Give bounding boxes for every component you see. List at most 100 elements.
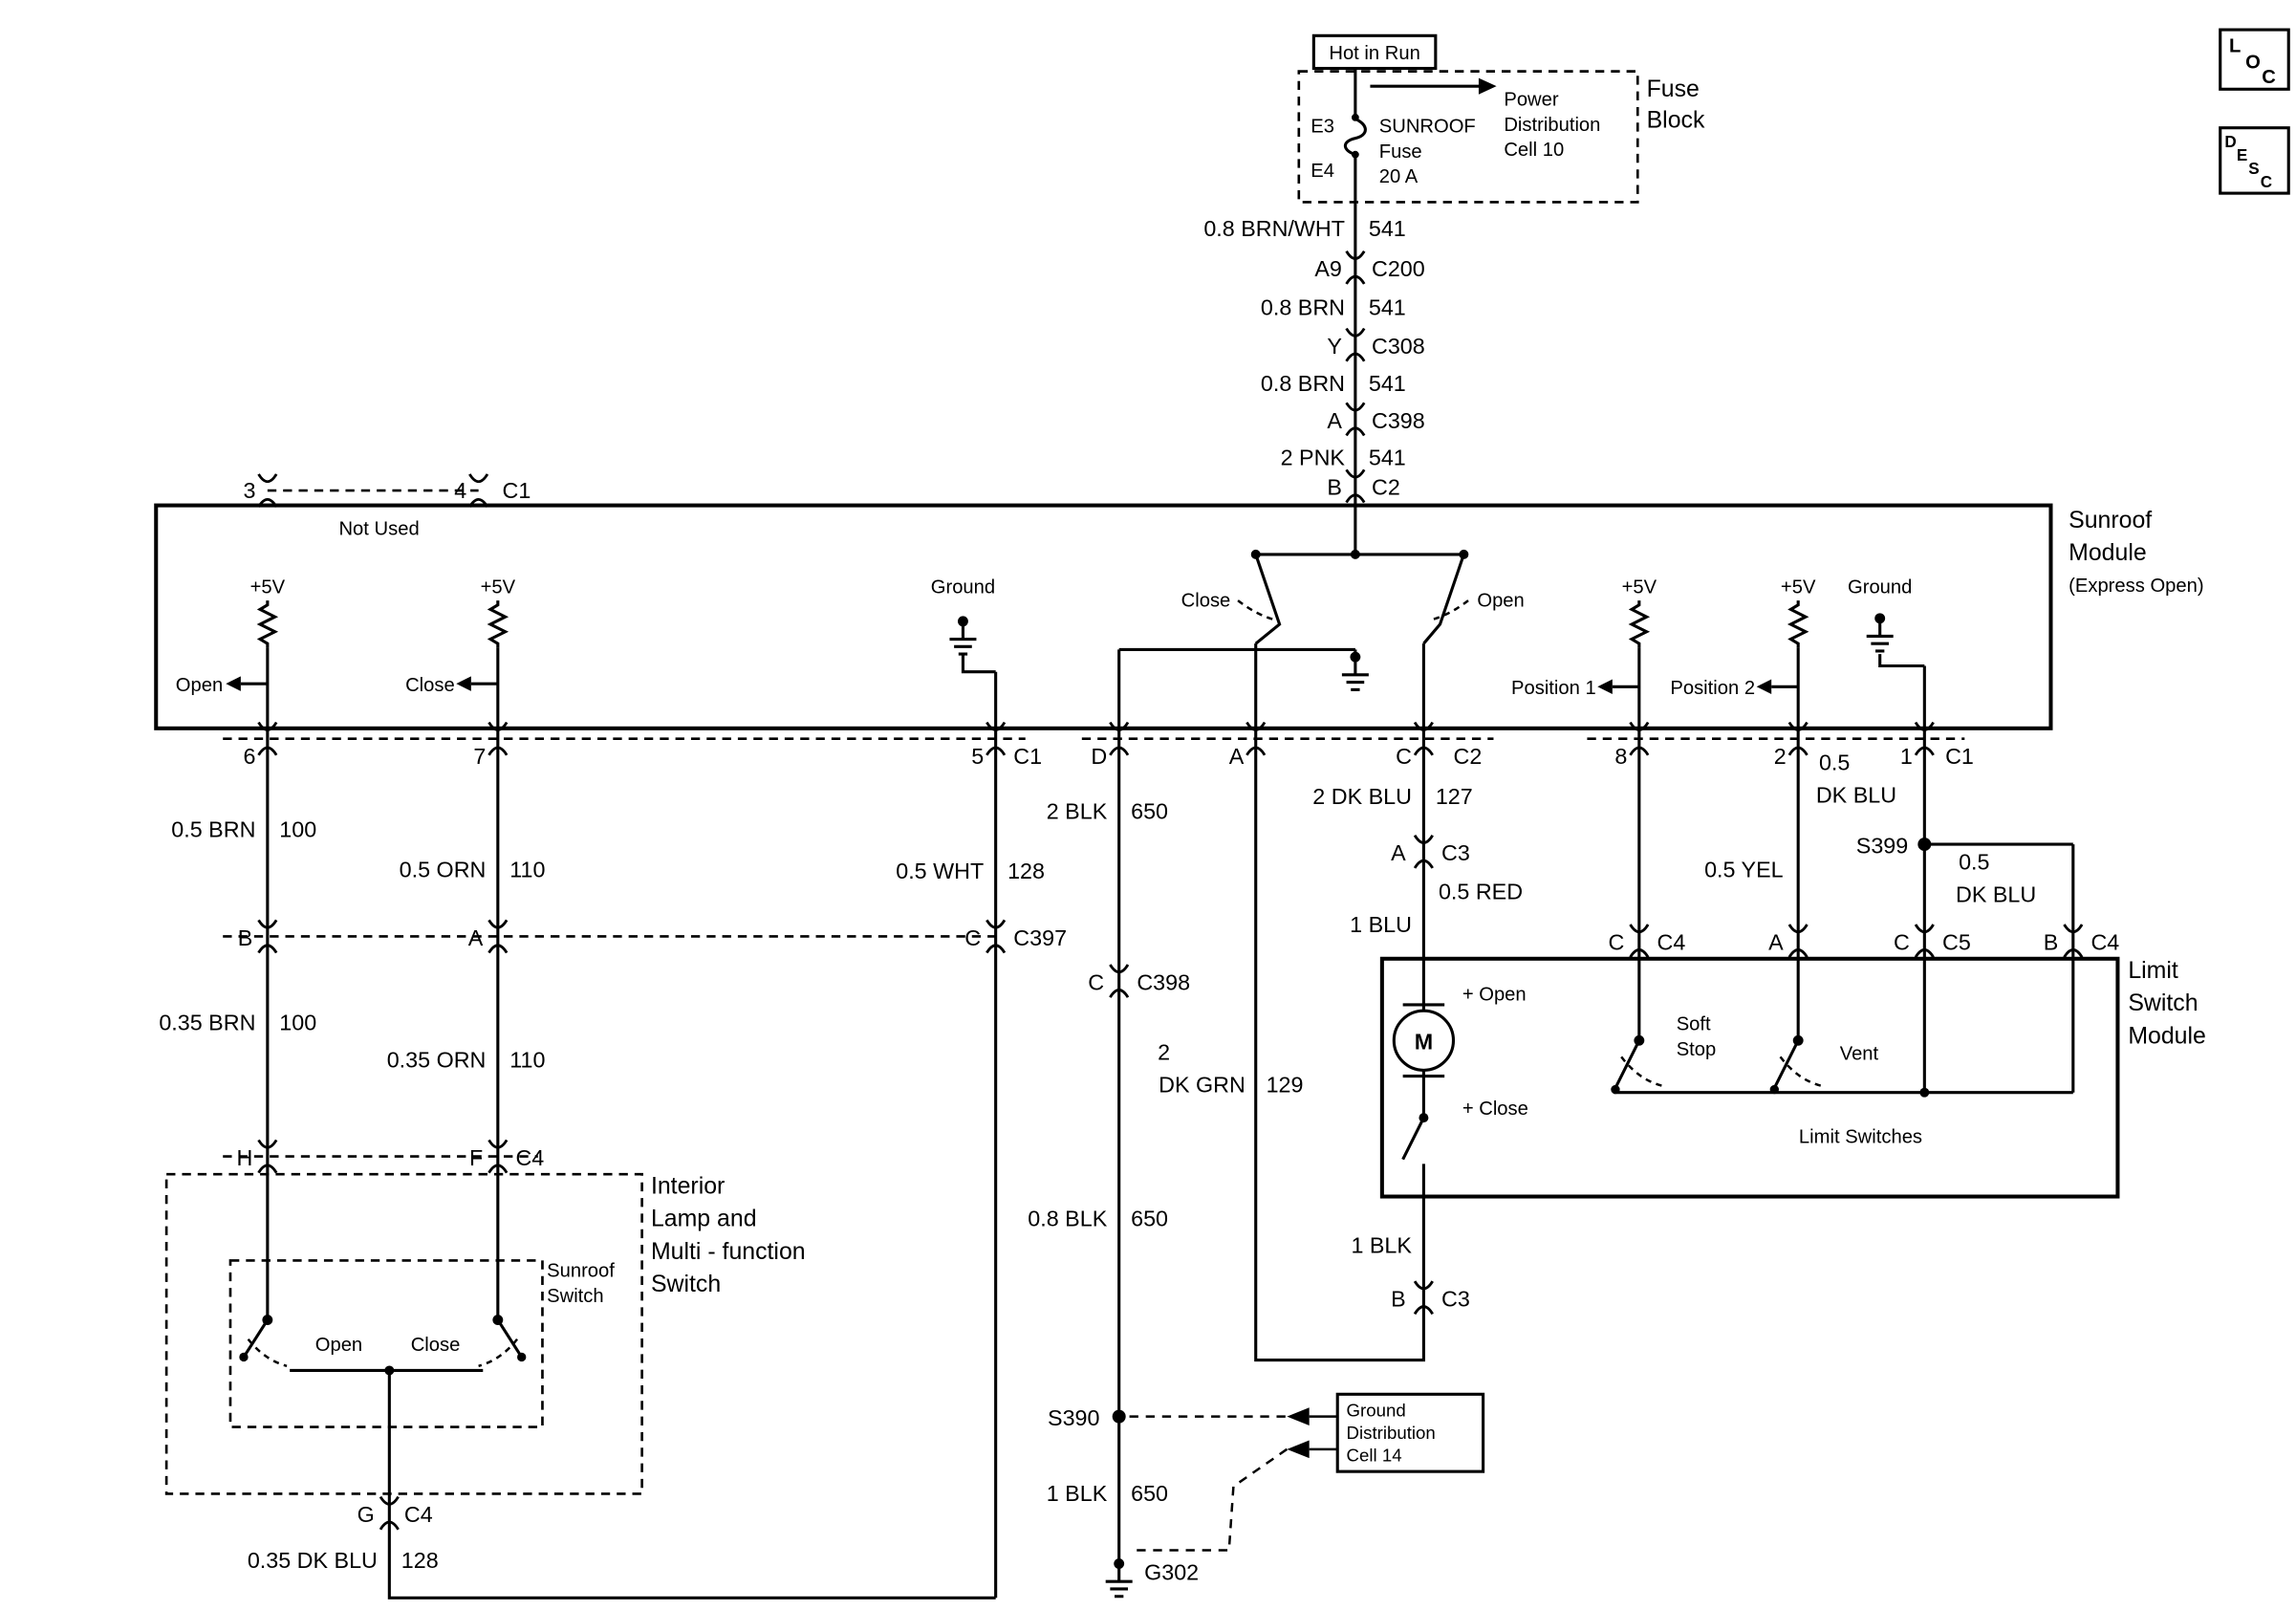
fuse-pin-e4: E4: [1310, 161, 1334, 182]
gc4-pin: G: [357, 1502, 375, 1527]
circuit-541-3: 541: [1369, 371, 1406, 396]
fuse-word: Fuse: [1379, 141, 1422, 163]
switch-close-label: Close: [1181, 590, 1231, 611]
gc4-name: C4: [404, 1502, 433, 1527]
sunroof-switch-box: [228, 1259, 544, 1428]
pin-1: 1: [1900, 744, 1913, 769]
wire-dkgrn-gauge: 2: [1158, 1040, 1170, 1065]
limit-module-label-1: Limit: [2128, 957, 2178, 984]
limit-switch-module-box: [1379, 956, 2120, 1199]
pin-d: D: [1091, 744, 1107, 769]
c4-name-right-1: C4: [1657, 929, 1685, 954]
circuit-129: 129: [1267, 1073, 1304, 1098]
c308-pin: Y: [1327, 334, 1342, 359]
wire-035orn: 0.35 ORN: [387, 1047, 487, 1072]
sunroof-switch-label-2: Switch: [547, 1286, 604, 1307]
interior-box-label-1: Interior: [651, 1172, 725, 1199]
wire-05brn: 0.5 BRN: [171, 816, 255, 841]
c4-pin-c: C: [1608, 929, 1624, 954]
gnd-dist-label-2: Distribution: [1347, 1423, 1436, 1443]
pin-c: C: [1396, 744, 1412, 769]
c398-mid-name: C398: [1137, 969, 1190, 994]
wire-05red: 0.5 RED: [1439, 880, 1523, 904]
c3-name-b: C3: [1441, 1287, 1470, 1312]
circuit-100-2: 100: [279, 1010, 316, 1034]
circuit-127: 127: [1436, 784, 1473, 809]
wire-035dkblu: 0.35 DK BLU: [248, 1548, 378, 1573]
desc-button[interactable]: D E S C: [2219, 126, 2290, 195]
c397-pin-a: A: [468, 925, 484, 950]
wire-08blk: 0.8 BLK: [1028, 1207, 1107, 1231]
circuit-541-4: 541: [1369, 446, 1406, 470]
loc-button[interactable]: L O C: [2219, 28, 2290, 91]
interior-lamp-switch-box: [164, 1172, 643, 1495]
switch-open-label: Open: [1477, 590, 1524, 611]
wire-1blk-650: 1 BLK: [1047, 1481, 1108, 1506]
fuse-pin-e3: E3: [1310, 116, 1334, 137]
ground-distribution-box: [1335, 1392, 1485, 1473]
c5-name: C5: [1942, 929, 1971, 954]
fuse-block-box: [1297, 70, 1639, 204]
c397-name: C397: [1013, 925, 1067, 950]
loc-letter-2: O: [2245, 53, 2261, 74]
open-arrow-label: Open: [176, 675, 223, 696]
loc-letter-1: L: [2229, 35, 2241, 56]
c1-top: C1: [502, 478, 531, 503]
gnd-dist-label-1: Ground: [1347, 1401, 1406, 1421]
splice-s390: S390: [1048, 1405, 1099, 1430]
close-arrow-label: Close: [405, 675, 455, 696]
ground-label-left: Ground: [931, 577, 995, 598]
fuse-rating: 20 A: [1379, 166, 1419, 187]
c1-right: C1: [1945, 744, 1974, 769]
limit-module-label-3: Module: [2128, 1022, 2206, 1049]
module-title-1: Sunroof: [2069, 507, 2152, 533]
wire-05dkblu-b1: 0.5: [1959, 849, 1989, 874]
position-2-label: Position 2: [1670, 678, 1755, 699]
wire-label-brn-2: 0.8 BRN: [1261, 371, 1345, 396]
module-title-3: (Express Open): [2069, 576, 2203, 597]
wire-05wht: 0.5 WHT: [896, 859, 984, 883]
not-used-label: Not Used: [338, 519, 419, 540]
c200-name: C200: [1372, 256, 1425, 281]
interior-box-label-2: Lamp and: [651, 1206, 757, 1232]
c1-left: C1: [1013, 744, 1042, 769]
fuse-block-label-1: Fuse: [1647, 76, 1700, 102]
pin-4: 4: [454, 478, 466, 503]
wire-dkgrn-color: DK GRN: [1159, 1073, 1245, 1098]
c2-bottom: C2: [1453, 744, 1482, 769]
soft-stop-label-2: Stop: [1677, 1039, 1717, 1060]
circuit-541-2: 541: [1369, 295, 1406, 320]
wire-lines: [226, 68, 2075, 1599]
interior-box-label-4: Switch: [651, 1271, 721, 1297]
sunroof-switch-label-1: Sunroof: [547, 1260, 615, 1281]
wire-2blk: 2 BLK: [1047, 799, 1108, 824]
power-dist-2: Distribution: [1504, 115, 1600, 136]
switch-close: Close: [411, 1335, 461, 1356]
desc-letter-1: D: [2224, 133, 2236, 151]
c3-pin-b: B: [1391, 1287, 1406, 1312]
circuit-650-3: 650: [1131, 1481, 1168, 1506]
c397-pin-c: C: [964, 925, 981, 950]
soft-stop-label-1: Soft: [1677, 1013, 1711, 1034]
pin-8: 8: [1614, 744, 1627, 769]
power-dist-1: Power: [1504, 89, 1559, 110]
c5-pin: C: [1894, 929, 1910, 954]
limit-switches-label: Limit Switches: [1799, 1127, 1922, 1148]
desc-letter-2: E: [2237, 146, 2247, 164]
switch-open: Open: [315, 1335, 362, 1356]
wire-05yel: 0.5 YEL: [1704, 857, 1784, 881]
c4-name-right-2: C4: [2090, 929, 2119, 954]
fuse-block-label-2: Block: [1647, 107, 1705, 134]
limit-module-label-2: Switch: [2128, 990, 2198, 1016]
wire-05dkblu-a1: 0.5: [1819, 750, 1850, 774]
circuit-541-1: 541: [1369, 216, 1406, 241]
c4-name: C4: [515, 1145, 544, 1170]
wire-05dkblu-b2: DK BLU: [1956, 882, 2036, 907]
circuit-110-1: 110: [509, 857, 545, 881]
wire-035brn: 0.35 BRN: [159, 1010, 255, 1034]
pin-a-right: A: [1768, 929, 1784, 954]
pin-5: 5: [971, 744, 984, 769]
